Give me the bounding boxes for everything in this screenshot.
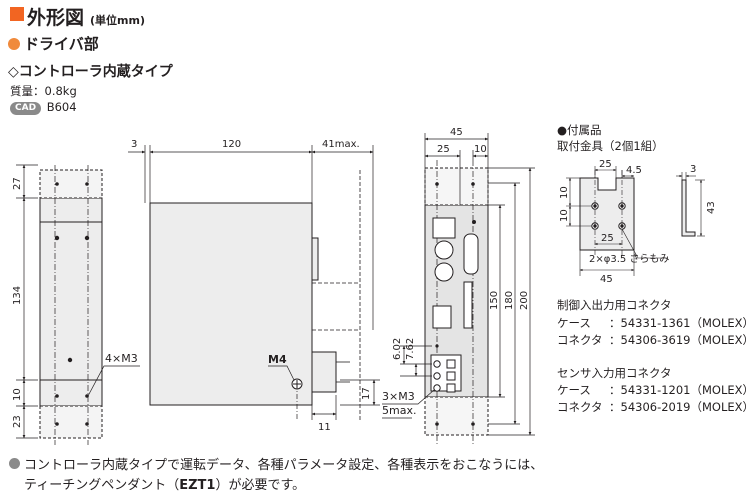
dim-bracket-h10a: 10	[559, 186, 570, 199]
page-title: 外形図 (単位mm)	[27, 3, 145, 30]
sensor-conn-label: コネクタ	[557, 400, 603, 414]
dim-bracket-w25mid: 25	[601, 233, 614, 244]
bracket-hole-note: 2×φ3.5 さらもみ	[589, 253, 669, 265]
section-bullet	[8, 38, 20, 50]
control-case-label: ケース	[557, 316, 591, 330]
callout-5max: 5max.	[382, 404, 416, 417]
dim-side-right: 41max.	[322, 139, 360, 150]
footer-line-2: ティーチングペンダント（EZT1）が必要です。	[24, 474, 305, 493]
dim-face-w45: 45	[450, 127, 463, 138]
footer-line-2-pre: ティーチングペンダント（	[24, 478, 180, 493]
sensor-case-value: ：54331-1201（MOLEX）	[609, 383, 750, 397]
side-view	[128, 145, 380, 420]
footer-line-1: コントローラ内蔵タイプで運転データ、各種パラメータ設定、各種表示をおこなうには、	[24, 458, 544, 473]
dim-face-762: 7.62	[405, 338, 416, 360]
mass-text: 質量：0.8kg	[10, 84, 77, 98]
callout-3xm3: 3×M3	[382, 390, 415, 403]
dim-bracket-w25top: 25	[599, 159, 612, 170]
section-title: ドライバ部	[24, 35, 99, 53]
dim-bracket-t3: 3	[690, 164, 696, 175]
connector-view	[382, 133, 535, 445]
dim-bracket-w45: 45	[600, 274, 613, 285]
footer-bullet	[9, 458, 20, 469]
side-body	[149, 202, 313, 406]
dim-bracket-w45s: 4.5	[626, 165, 642, 176]
cad-badge: CAD	[10, 102, 42, 115]
accessory-title: ●付属品	[557, 123, 602, 137]
dim-side-height-right: 17	[361, 387, 372, 400]
control-case-row: ケース ：54331-1361（MOLEX）	[557, 315, 750, 331]
control-conn-row: コネクタ ：54306-3619（MOLEX）	[557, 332, 750, 348]
sensor-case-row: ケース ：54331-1201（MOLEX）	[557, 382, 750, 398]
dim-face-602: 6.02	[392, 338, 403, 360]
dim-front-bot1: 10	[12, 388, 23, 401]
unit-text: (単位mm)	[90, 14, 145, 27]
sensor-case-label: ケース	[557, 383, 591, 397]
sensor-conn-row: コネクタ ：54306-2019（MOLEX）	[557, 399, 750, 415]
footer-line-2-post: ）が必要です。	[215, 478, 306, 493]
footer-line-2-bold: EZT1	[179, 478, 216, 493]
front-view	[16, 164, 140, 445]
sensor-connector-title: センサ入力用コネクタ	[557, 366, 672, 380]
title-text: 外形図	[27, 7, 85, 29]
dim-front-bot2: 23	[12, 415, 23, 428]
dim-face-w25: 25	[437, 144, 450, 155]
control-case-value: ：54331-1361（MOLEX）	[609, 316, 750, 330]
cad-line: CAD B604	[10, 100, 77, 115]
cad-code: B604	[46, 100, 77, 114]
bracket-side	[681, 179, 696, 237]
front-plate	[39, 197, 103, 407]
dim-face-w10: 10	[474, 144, 487, 155]
dim-front-height: 134	[12, 286, 23, 305]
sensor-conn-value: ：54306-2019（MOLEX）	[609, 400, 750, 414]
control-conn-label: コネクタ	[557, 333, 603, 347]
dim-bracket-h43: 43	[706, 201, 717, 214]
control-connector-title: 制御入出力用コネクタ	[557, 298, 672, 312]
control-conn-value: ：54306-3619（MOLEX）	[609, 333, 750, 347]
dim-bracket-h10b: 10	[559, 209, 570, 222]
dim-front-top: 27	[12, 177, 23, 190]
callout-4xm3: 4×M3	[105, 352, 138, 365]
bracket-drawing	[566, 166, 705, 276]
dim-side-left: 3	[131, 139, 137, 150]
dim-face-h180: 180	[504, 291, 515, 310]
dim-side-width: 120	[222, 139, 241, 150]
dim-face-h200: 200	[519, 291, 530, 310]
title-marker	[10, 7, 24, 21]
accessory-desc: 取付金具（2個1組）	[557, 139, 664, 153]
callout-m4: M4	[268, 353, 287, 366]
dim-face-h150: 150	[489, 291, 500, 310]
subsection-title: ◇コントローラ内蔵タイプ	[8, 64, 173, 80]
dim-side-bottom-right: 11	[318, 422, 331, 433]
